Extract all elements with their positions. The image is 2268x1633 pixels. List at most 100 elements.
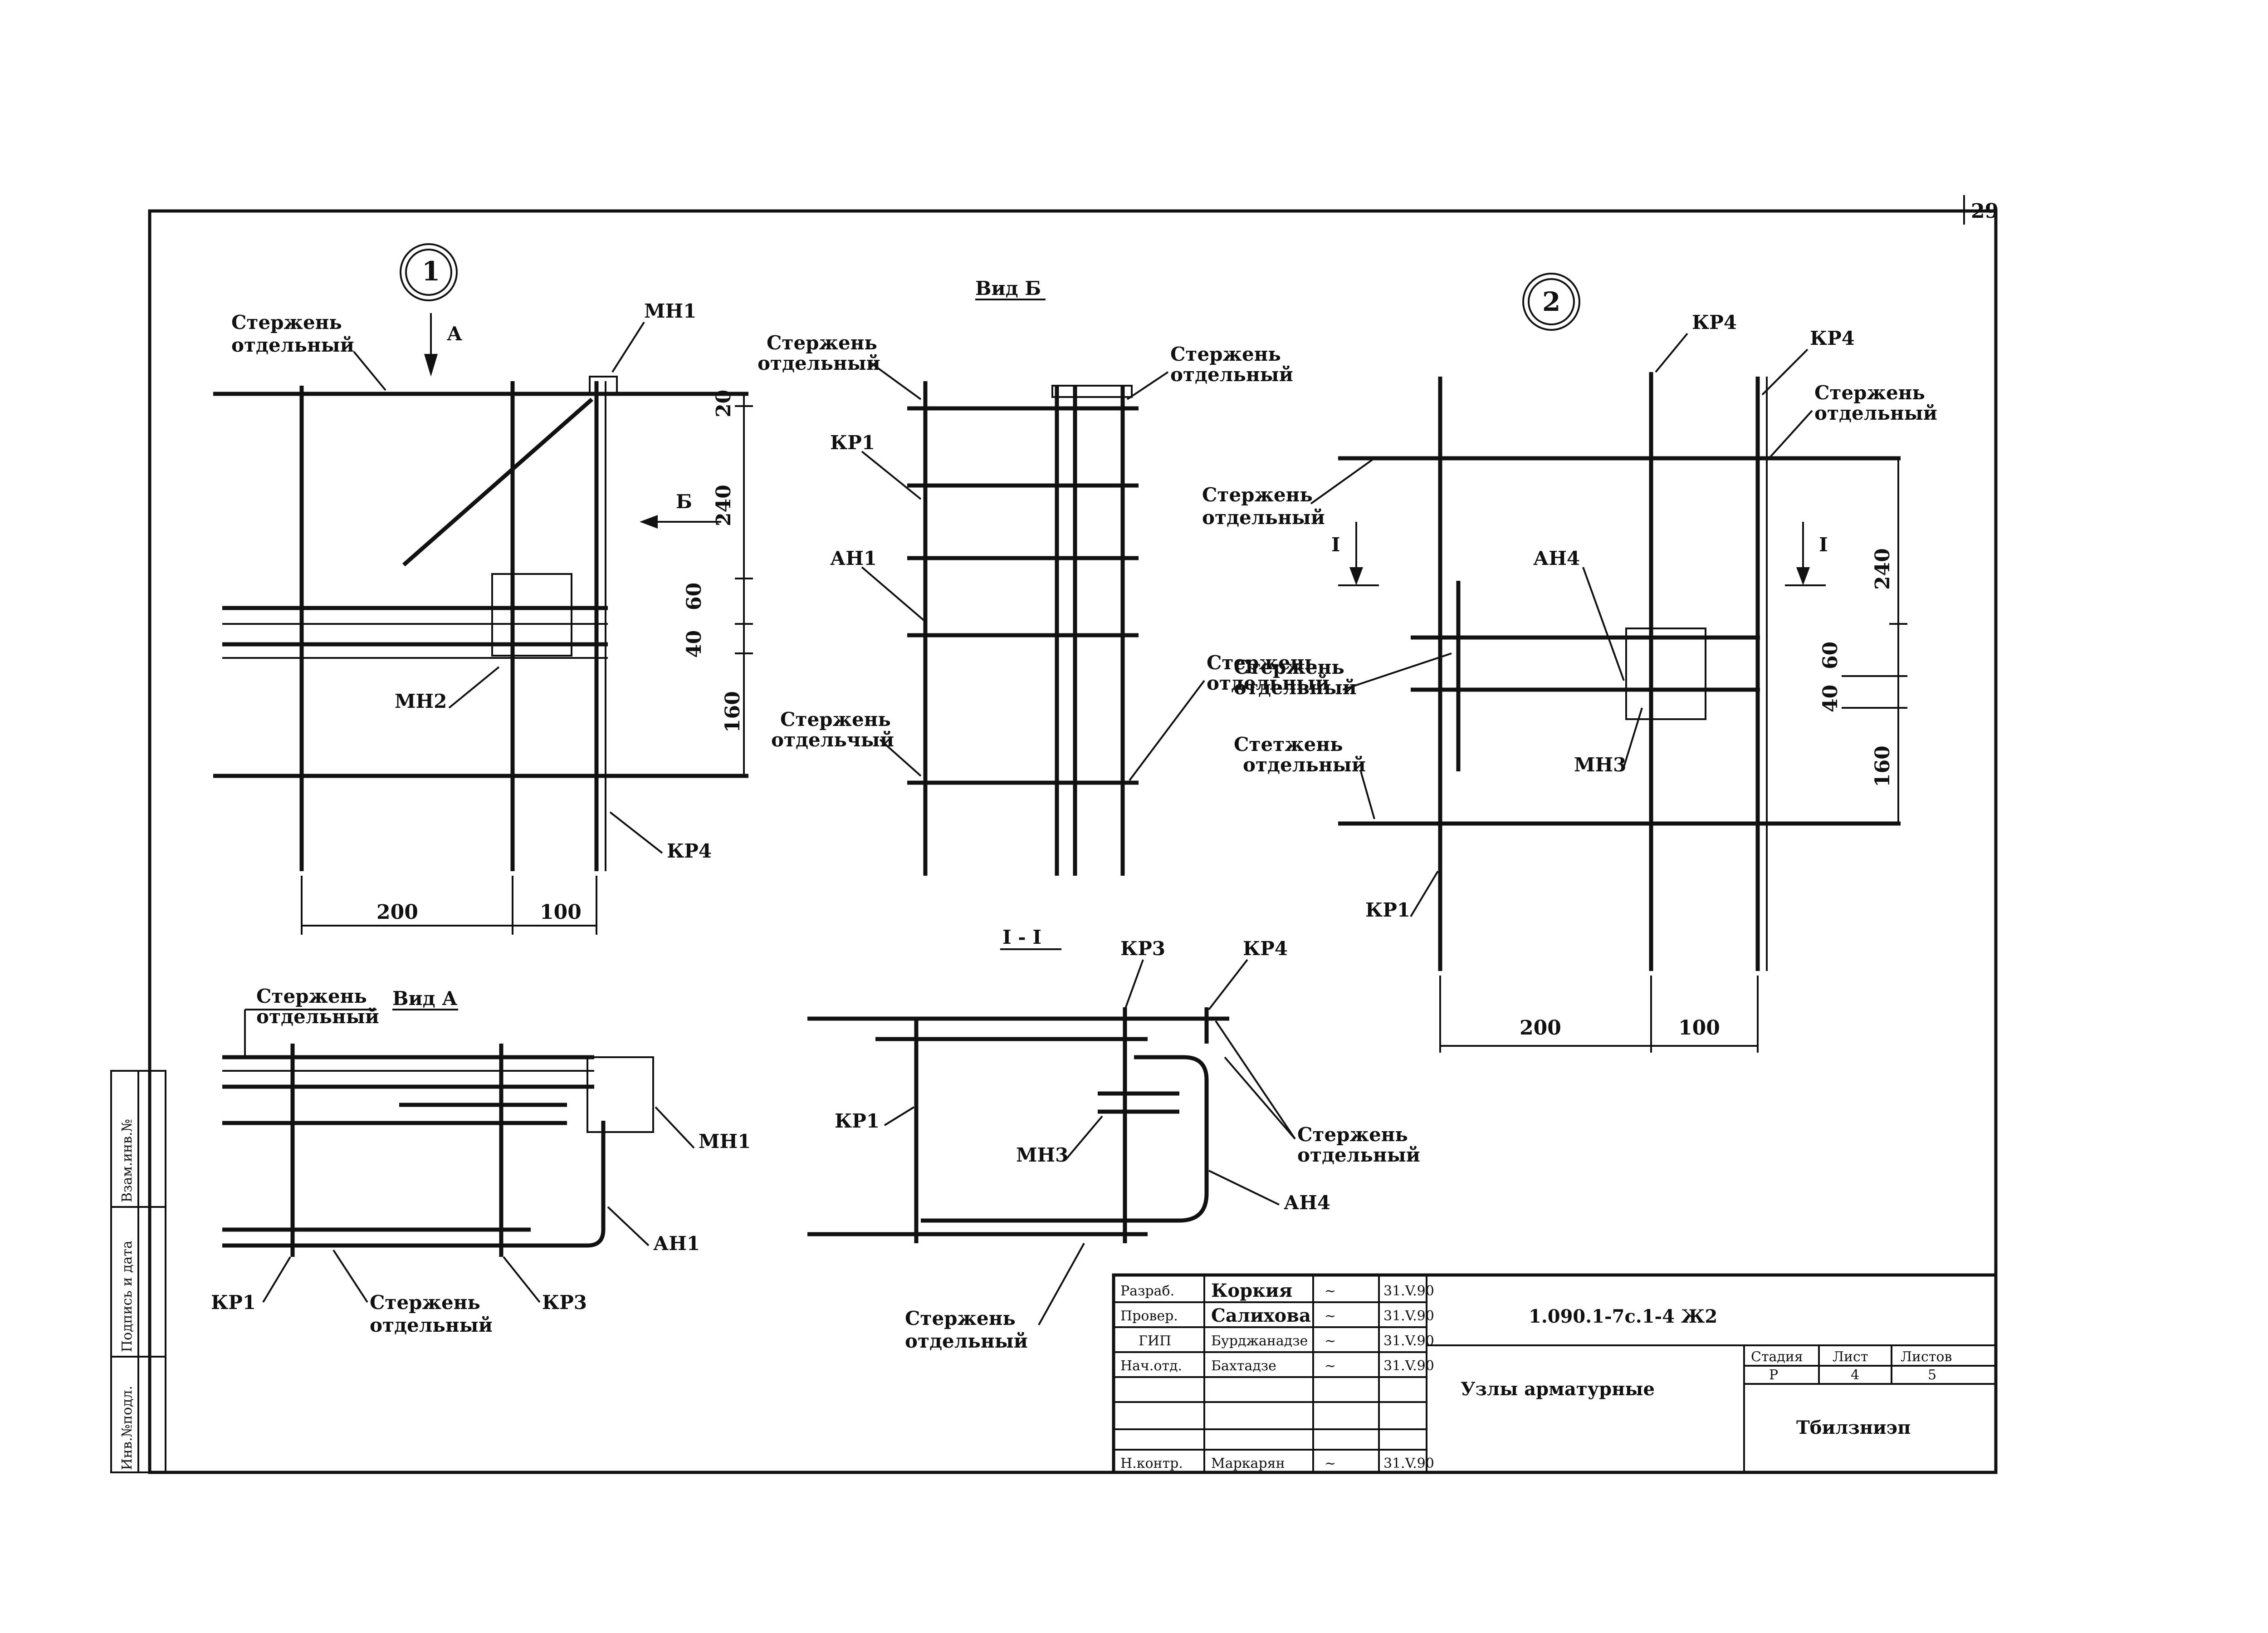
- node-2-kr4-label: КР4: [1810, 327, 1855, 349]
- tb-date-2: 31.V.90: [1383, 1333, 1434, 1349]
- node-2-rod-label-2-line1: Стержень: [1202, 484, 1313, 506]
- side-stamp-inv-no: Инв.№подл.: [119, 1386, 135, 1470]
- node-2-mn3-plate: [1625, 628, 1706, 720]
- view-b-kr1-label: КР1: [830, 432, 875, 454]
- node-1-circle-outer: [400, 243, 458, 301]
- section-an4-label: АН4: [1284, 1192, 1330, 1214]
- title-block-sheet-header: Лист: [1833, 1349, 1868, 1365]
- section-rod-label-bottom-line2: отдельный: [905, 1330, 1028, 1352]
- side-stamp-replaced-inv: Взам.инв.№: [119, 1119, 135, 1202]
- view-a-mn1-plate: [587, 1056, 654, 1133]
- node-2-dim-200: 200: [1520, 1016, 1561, 1040]
- view-a-rod-label-bottom-leader: [332, 1249, 368, 1303]
- title-block-organization: Тбилзниэп: [1796, 1417, 1911, 1438]
- title-block: Разраб. Коркия ~ 31.V.90 Провер. Салихов…: [1112, 1273, 1998, 1474]
- node-1-rod-diagonal: [402, 397, 593, 567]
- node-2-kr1-label: КР1: [1365, 899, 1410, 921]
- tb-role-2: ГИП: [1139, 1333, 1171, 1349]
- view-a-rod-label-bottom-line1: Стержень: [370, 1291, 480, 1314]
- tb-name-6: Маркарян: [1211, 1456, 1285, 1471]
- view-b-rod-label-4-leader: [879, 739, 922, 777]
- view-b-rod-label-4-line1: Стержень: [780, 708, 891, 731]
- node-1-dim-60: 60: [683, 583, 706, 610]
- section-mn3-leader: [1065, 1115, 1103, 1160]
- node-2-mn3-leader: [1623, 707, 1643, 767]
- section-1-1: I - I КР3 КР4 КР1 МН3 АН4 Стержень отдел…: [807, 926, 1420, 1352]
- view-b-top-plate: [1051, 385, 1133, 398]
- node-2-rod-label-3-line2: отдельный: [1234, 677, 1357, 699]
- node-2-dim-100: 100: [1678, 1016, 1720, 1040]
- node-2-kr4-leader: [1761, 348, 1809, 396]
- tb-name-2: Бурджанадзе: [1211, 1333, 1308, 1349]
- view-b-rod-label-3-line2: отдельный: [1207, 672, 1330, 694]
- view-a-an1-label: АН1: [653, 1232, 700, 1255]
- node-2-section-mark-left: I: [1331, 534, 1340, 556]
- tb-date-1: 31.V.90: [1383, 1308, 1434, 1324]
- node-2-rod-label-2-line2: отдельный: [1202, 506, 1325, 529]
- node-2-circle-inner: [1528, 278, 1575, 325]
- view-a-rod-label-bottom-line2: отдельный: [370, 1314, 493, 1336]
- side-stamp: Инв.№подл. Подпись и дата Взам.инв.№: [110, 1070, 166, 1473]
- view-b-rod-label-3-line1: Стержень: [1207, 652, 1317, 674]
- view-a: Стержень отдельный Вид А МН1 АН1 КР1 Сте…: [211, 985, 751, 1336]
- view-a-kr1-label: КР1: [211, 1291, 256, 1314]
- node-2-mn3-label: МН3: [1574, 754, 1626, 776]
- view-b-rod-label-2-leader: [1126, 371, 1169, 400]
- node-2-kr-top-label: КР4: [1692, 311, 1737, 333]
- node-2-kr1-leader: [1410, 870, 1439, 917]
- node-2-rod-label-1-line2: отдельный: [1814, 402, 1937, 424]
- node-1-rod-label-line1: Стержень: [231, 311, 342, 333]
- view-a-kr3-leader: [503, 1256, 541, 1303]
- node-1-view-a-arrow-head: [424, 354, 438, 377]
- tb-sign-1: ~: [1325, 1308, 1336, 1324]
- tb-name-3: Бахтадзе: [1211, 1358, 1276, 1374]
- view-b-rod-label-1-line2: отдельный: [758, 352, 880, 374]
- node-2-an4-leader: [1582, 567, 1625, 681]
- tb-date-3: 31.V.90: [1383, 1358, 1434, 1374]
- node-2-circle-outer: [1522, 273, 1580, 331]
- node-1-circle-inner: [405, 249, 452, 296]
- view-b-kr1-leader: [861, 451, 922, 500]
- title-block-stage: Р: [1769, 1367, 1778, 1383]
- tb-sign-6: ~: [1325, 1456, 1336, 1471]
- section-rod-label-right-line2: отдельный: [1297, 1144, 1420, 1166]
- view-a-mn1-label: МН1: [699, 1130, 751, 1152]
- node-2-an4-label: АН4: [1533, 547, 1580, 569]
- view-b-an1-leader: [861, 566, 926, 623]
- node-2-view: 2 КР4 КР4 Стержень отдельный Стержень от…: [1202, 273, 1937, 1053]
- tb-date-6: 31.V.90: [1383, 1456, 1434, 1471]
- title-block-sheets-header: Листов: [1901, 1349, 1952, 1365]
- section-an4-leader: [1208, 1170, 1280, 1206]
- view-b-rod-label-1-line1: Стержень: [767, 332, 877, 354]
- section-kr4-label: КР4: [1243, 937, 1288, 960]
- side-stamp-signature-date: Подпись и дата: [119, 1241, 135, 1352]
- tb-role-1: Провер.: [1120, 1308, 1178, 1324]
- view-b-rod-label-2-line2: отдельный: [1170, 363, 1293, 386]
- node-2-rod-label-3-line1: Стержень: [1234, 656, 1344, 678]
- section-rod-label-bottom-leader: [1038, 1243, 1085, 1325]
- node-2-dim-60: 60: [1819, 642, 1842, 669]
- node-2-rod-label-1-line1: Стержень: [1814, 382, 1925, 404]
- view-b-rod-label-3-leader: [1129, 680, 1205, 781]
- section-rod-label-right-leader-2: [1224, 1056, 1296, 1140]
- node-2-section-mark-right: I: [1819, 534, 1828, 556]
- node-1-mn1-plate: [589, 376, 618, 396]
- node-1-mn2-plate: [491, 573, 572, 657]
- title-block-document-code: 1.090.1-7с.1-4 Ж2: [1529, 1306, 1717, 1327]
- node-2-kr-top-leader: [1655, 333, 1688, 373]
- node-1-view-a-arrow-label: А: [447, 323, 462, 345]
- node-1-dim-20: 20: [712, 390, 735, 417]
- title-block-stage-header: Стадия: [1751, 1349, 1803, 1365]
- view-b-rod-label-2-line1: Стержень: [1170, 343, 1281, 365]
- node-2-dim-40: 40: [1819, 685, 1842, 712]
- section-kr3-leader: [1124, 959, 1144, 1010]
- tb-sign-2: ~: [1325, 1333, 1336, 1349]
- title-block-frame: [1112, 1273, 1998, 1474]
- node-2-id: 2: [1542, 286, 1560, 317]
- title-block-title: Узлы арматурные: [1461, 1378, 1655, 1400]
- title-block-sheet: 4: [1851, 1367, 1859, 1383]
- node-2-dim-240: 240: [1871, 548, 1894, 590]
- node-1-dim-100: 100: [540, 901, 582, 924]
- view-a-an1-leader: [607, 1206, 650, 1246]
